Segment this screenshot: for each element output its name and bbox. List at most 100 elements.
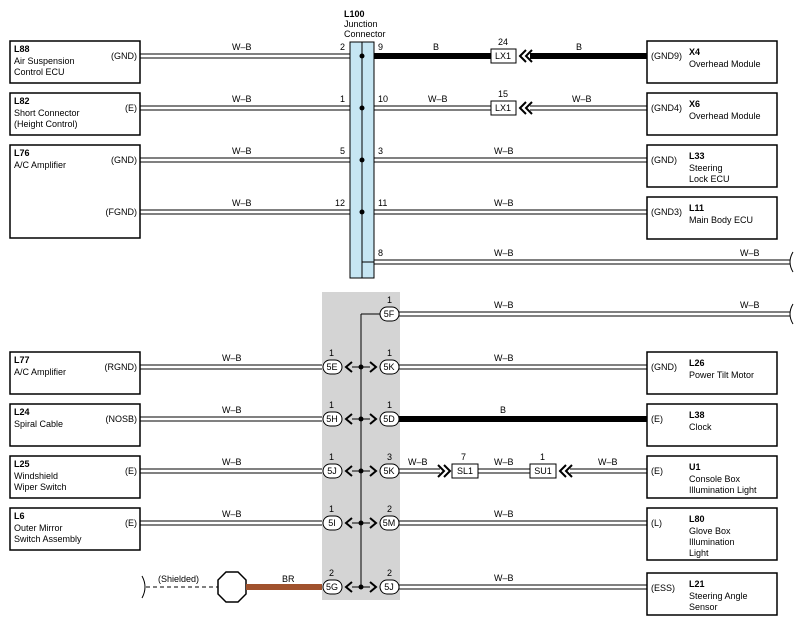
svg-text:9: 9: [378, 42, 383, 52]
svg-text:(GND): (GND): [651, 155, 677, 165]
bus-right-5K-a: 5K 1: [369, 348, 400, 375]
svg-text:3: 3: [378, 146, 383, 156]
svg-text:B: B: [576, 42, 582, 52]
svg-text:L33: L33: [689, 151, 705, 161]
svg-text:Power Tilt Motor: Power Tilt Motor: [689, 370, 754, 380]
svg-text:A/C Amplifier: A/C Amplifier: [14, 367, 66, 377]
svg-text:W–B: W–B: [494, 146, 514, 156]
svg-text:W–B: W–B: [494, 198, 514, 208]
svg-text:5H: 5H: [326, 414, 338, 424]
svg-text:(E): (E): [125, 518, 137, 528]
component-L77: L77 A/C Amplifier (RGND): [9, 351, 141, 395]
svg-text:12: 12: [335, 198, 345, 208]
svg-text:Steering: Steering: [689, 163, 723, 173]
svg-text:W–B: W–B: [232, 198, 252, 208]
svg-text:1: 1: [329, 452, 334, 462]
svg-text:LX1: LX1: [495, 51, 511, 61]
svg-text:(L): (L): [651, 518, 662, 528]
svg-text:Switch Assembly: Switch Assembly: [14, 534, 82, 544]
svg-text:(Shielded): (Shielded): [158, 574, 199, 584]
svg-text:W–B: W–B: [428, 94, 448, 104]
svg-text:(E): (E): [125, 103, 137, 113]
svg-text:Main Body ECU: Main Body ECU: [689, 215, 753, 225]
svg-text:W–B: W–B: [740, 248, 760, 258]
component-L11: (GND3) L11 Main Body ECU: [646, 196, 778, 240]
svg-text:(E): (E): [651, 466, 663, 476]
svg-text:1: 1: [329, 400, 334, 410]
svg-text:B: B: [433, 42, 439, 52]
junction-name-line1: Junction: [344, 19, 378, 29]
svg-text:L6: L6: [14, 511, 25, 521]
wire-5F-out: W–B W–B: [399, 300, 794, 325]
svg-text:Control ECU: Control ECU: [14, 67, 65, 77]
svg-text:L82: L82: [14, 96, 30, 106]
component-L80: (L) L80 Glove Box Illumination Light: [646, 507, 778, 561]
wire-junction-to-X6: LX1 15 10 W–B W–B: [374, 89, 647, 116]
svg-text:5G: 5G: [326, 582, 338, 592]
svg-text:(ESS): (ESS): [651, 583, 675, 593]
svg-text:L38: L38: [689, 410, 705, 420]
wire-junction-to-X4: LX1 24 9 B B: [374, 37, 647, 64]
svg-text:1: 1: [387, 400, 392, 410]
svg-text:L77: L77: [14, 355, 30, 365]
svg-text:8: 8: [378, 248, 383, 258]
svg-text:Illumination: Illumination: [689, 537, 735, 547]
svg-text:Light: Light: [689, 548, 709, 558]
svg-text:Spiral Cable: Spiral Cable: [14, 419, 63, 429]
svg-text:(GND): (GND): [111, 51, 137, 61]
svg-text:5K: 5K: [383, 466, 394, 476]
component-L33: (GND) L33 Steering Lock ECU: [646, 144, 778, 188]
svg-text:W–B: W–B: [408, 457, 428, 467]
svg-text:W–B: W–B: [222, 509, 242, 519]
svg-text:W–B: W–B: [494, 248, 514, 258]
svg-text:(FGND): (FGND): [106, 207, 138, 217]
svg-text:L25: L25: [14, 459, 30, 469]
svg-text:L76: L76: [14, 148, 30, 158]
svg-text:Wiper Switch: Wiper Switch: [14, 482, 67, 492]
svg-text:B: B: [500, 405, 506, 415]
wire-5K-to-U1: SL1 7 SU1 1 W–B W–B W–B: [399, 452, 647, 479]
svg-text:W–B: W–B: [494, 300, 514, 310]
svg-text:L80: L80: [689, 514, 705, 524]
bus-left-5H: 5H 1: [322, 400, 353, 427]
svg-text:SU1: SU1: [534, 466, 552, 476]
svg-text:LX1: LX1: [495, 103, 511, 113]
component-L6: L6 Outer Mirror Switch Assembly (E): [9, 507, 141, 551]
svg-text:Sensor: Sensor: [689, 602, 718, 612]
svg-text:(GND): (GND): [651, 362, 677, 372]
svg-text:U1: U1: [689, 462, 701, 472]
svg-text:W–B: W–B: [222, 353, 242, 363]
svg-text:Steering Angle: Steering Angle: [689, 591, 748, 601]
svg-text:5D: 5D: [383, 414, 395, 424]
component-L24: L24 Spiral Cable (NOSB): [9, 403, 141, 447]
svg-text:Clock: Clock: [689, 422, 712, 432]
svg-text:1: 1: [329, 348, 334, 358]
svg-text:3: 3: [387, 452, 392, 462]
svg-text:Lock ECU: Lock ECU: [689, 174, 730, 184]
wire-L24-to-bus: W–B: [140, 405, 322, 422]
wire-junction-to-L11: 11 W–B: [374, 198, 647, 215]
svg-text:Overhead Module: Overhead Module: [689, 59, 761, 69]
wire-L82-to-junction: W–B 1: [140, 94, 350, 111]
svg-text:BR: BR: [282, 574, 295, 584]
svg-text:(GND4): (GND4): [651, 103, 682, 113]
svg-text:5J: 5J: [327, 466, 337, 476]
svg-text:(NOSB): (NOSB): [106, 414, 138, 424]
svg-text:2: 2: [387, 504, 392, 514]
svg-text:(E): (E): [125, 466, 137, 476]
svg-text:(Height Control): (Height Control): [14, 119, 78, 129]
bus-right-5D: 5D 1: [369, 400, 400, 427]
junction-name-line2: Connector: [344, 29, 386, 39]
svg-text:5J: 5J: [384, 582, 394, 592]
svg-text:W–B: W–B: [222, 405, 242, 415]
svg-text:SL1: SL1: [457, 466, 473, 476]
svg-text:(RGND): (RGND): [105, 362, 138, 372]
svg-text:L26: L26: [689, 358, 705, 368]
component-X4: (GND9) X4 Overhead Module: [646, 40, 778, 84]
wire-5D-to-L38: B: [399, 405, 647, 422]
component-X6: (GND4) X6 Overhead Module: [646, 92, 778, 136]
wire-5J-to-L21: W–B: [399, 573, 647, 590]
svg-text:1: 1: [387, 295, 392, 305]
svg-text:Windshield: Windshield: [14, 471, 58, 481]
svg-text:X4: X4: [689, 47, 700, 57]
